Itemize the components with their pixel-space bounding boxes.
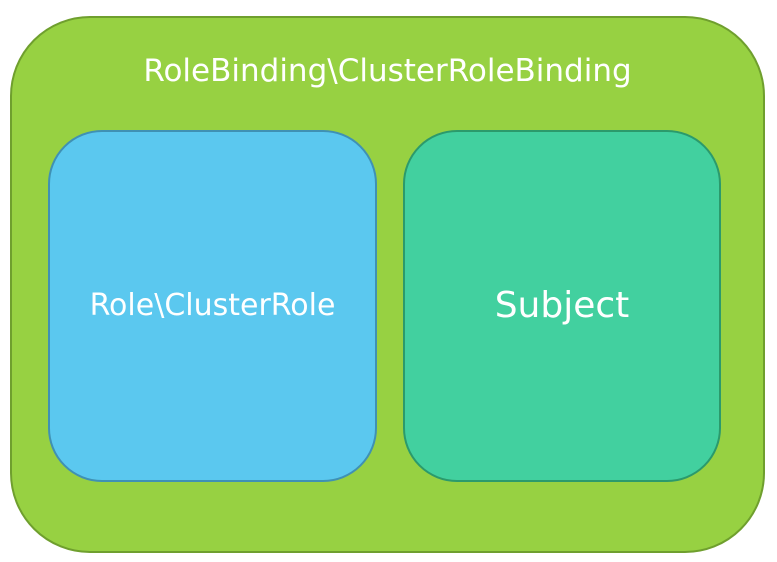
role-label: Role\ClusterRole — [89, 287, 336, 323]
subject-box: Subject — [403, 130, 721, 482]
role-box: Role\ClusterRole — [48, 130, 377, 482]
rolebinding-label: RoleBinding\ClusterRoleBinding — [143, 53, 632, 89]
subject-label: Subject — [494, 284, 630, 326]
